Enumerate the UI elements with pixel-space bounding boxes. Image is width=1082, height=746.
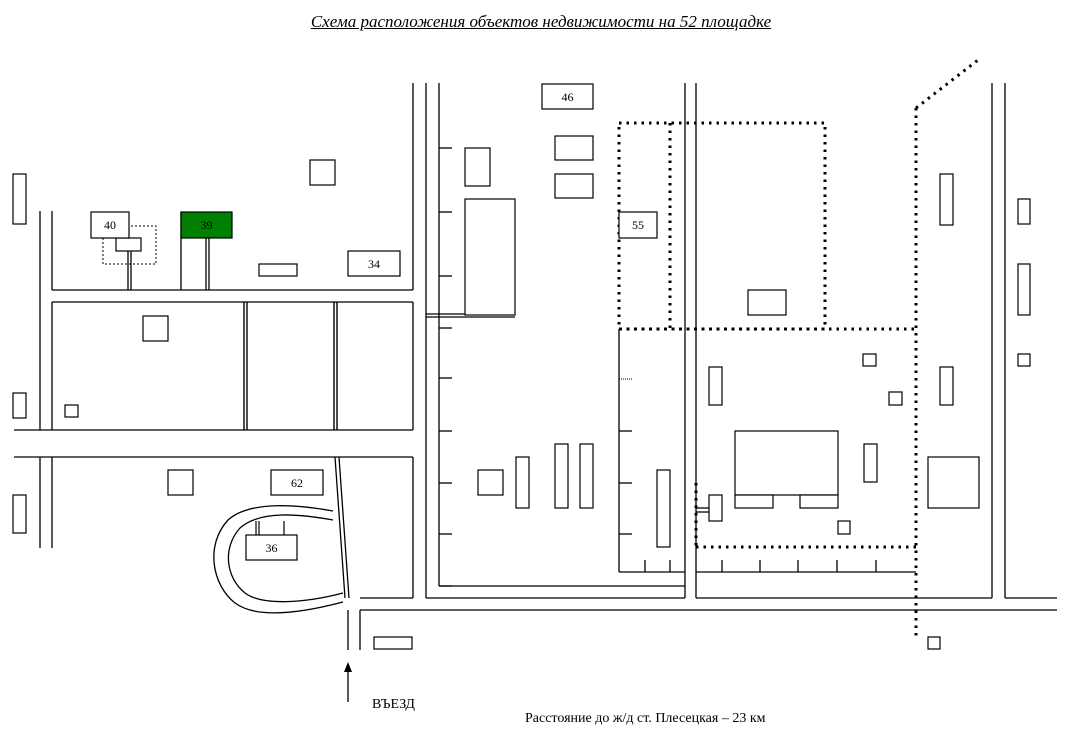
building-46[interactable]: 46 <box>541 83 594 110</box>
svg-text:34: 34 <box>368 257 380 271</box>
svg-text:40: 40 <box>104 218 116 232</box>
building-36[interactable]: 36 <box>245 521 298 561</box>
map-title: Схема расположения объектов недвижимости… <box>310 12 772 31</box>
building-62[interactable]: 62 <box>270 469 324 496</box>
distance-note: Расстояние до ж/д ст. Плесецкая – 23 км <box>525 711 766 726</box>
building-40[interactable]: 40 <box>90 211 130 239</box>
road-lines-left <box>14 83 414 650</box>
entrance-label: ВЪЕЗД <box>372 697 415 712</box>
block-dividers <box>243 302 338 430</box>
svg-text:55: 55 <box>632 218 644 232</box>
dotted-outline-40 <box>102 225 157 265</box>
buildings-unlabeled <box>12 135 1031 650</box>
svg-text:36: 36 <box>266 541 278 555</box>
access-road <box>334 456 350 599</box>
connector-stubs <box>127 212 210 290</box>
loop-road <box>213 505 344 614</box>
svg-text:46: 46 <box>562 90 574 104</box>
dotted-boundaries <box>617 58 979 640</box>
building-39[interactable]: 39 <box>180 211 233 239</box>
building-55[interactable]: 55 <box>618 211 658 239</box>
building-34[interactable]: 34 <box>347 250 401 277</box>
road-ticks <box>439 147 877 587</box>
svg-text:62: 62 <box>291 476 303 490</box>
entrance-arrow-icon <box>344 662 352 702</box>
svg-text:39: 39 <box>201 218 213 232</box>
